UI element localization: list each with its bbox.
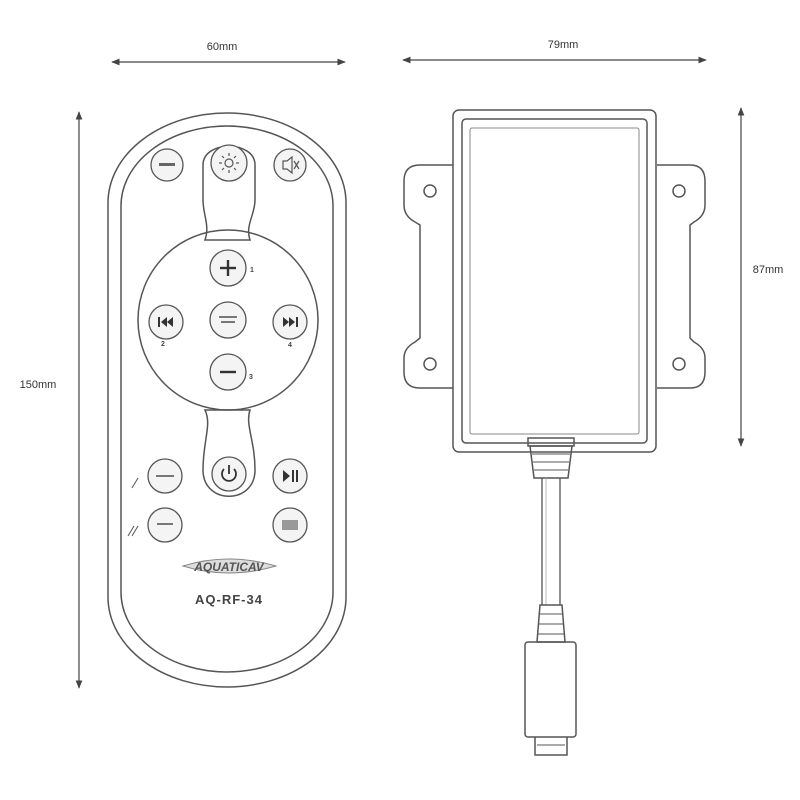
dimension-receiver-height: 87mm bbox=[737, 107, 784, 447]
light-button[interactable] bbox=[210, 144, 248, 182]
mode-label-mark bbox=[159, 163, 175, 166]
left-upper-button[interactable] bbox=[147, 458, 183, 494]
center-label-mark-1 bbox=[219, 316, 237, 318]
power-icon bbox=[221, 465, 237, 482]
button-number-2: 2 bbox=[161, 341, 165, 348]
brand-name: AQUATICAV bbox=[193, 560, 265, 574]
receiver-height-label: 87mm bbox=[753, 264, 784, 276]
remote-height-label: 150mm bbox=[20, 379, 57, 391]
receiver-box bbox=[403, 109, 706, 756]
remote-control: 1 2 4 3 bbox=[107, 112, 347, 688]
power-button[interactable] bbox=[211, 456, 247, 492]
dimension-remote-width: 60mm bbox=[111, 41, 346, 66]
left-lower-label-mark bbox=[157, 523, 173, 525]
volume-up-button[interactable]: 1 bbox=[209, 249, 254, 287]
remote-width-label: 60mm bbox=[207, 41, 238, 53]
light-icon bbox=[219, 153, 239, 173]
previous-button[interactable]: 2 bbox=[148, 304, 184, 348]
dimension-remote-height: 150mm bbox=[20, 111, 83, 689]
left-upper-label-mark bbox=[156, 475, 174, 477]
mute-button[interactable] bbox=[273, 148, 307, 182]
mode-slash-marks bbox=[127, 477, 139, 537]
mode-button[interactable] bbox=[150, 148, 184, 182]
button-number-4: 4 bbox=[288, 342, 292, 349]
right-lower-button[interactable] bbox=[272, 507, 308, 543]
prev-track-icon bbox=[158, 317, 173, 327]
brand-logo: AQUATICAV bbox=[181, 558, 278, 574]
mount-hole-top-left bbox=[423, 184, 437, 198]
center-label-mark-2 bbox=[221, 321, 235, 323]
mute-icon bbox=[282, 155, 300, 175]
mount-hole-top-right bbox=[672, 184, 686, 198]
cable-strain-relief bbox=[527, 437, 575, 479]
center-button[interactable] bbox=[209, 301, 247, 339]
receiver-width-label: 79mm bbox=[548, 39, 579, 51]
next-button[interactable]: 4 bbox=[272, 304, 308, 349]
play-pause-button[interactable] bbox=[272, 458, 308, 494]
play-pause-icon bbox=[283, 470, 298, 482]
connector-plug bbox=[524, 604, 577, 756]
dimension-receiver-width: 79mm bbox=[402, 39, 707, 64]
button-number-1: 1 bbox=[250, 267, 254, 274]
mount-hole-bottom-right bbox=[672, 357, 686, 371]
volume-down-button[interactable]: 3 bbox=[209, 353, 253, 391]
next-track-icon bbox=[283, 317, 298, 327]
left-lower-button[interactable] bbox=[147, 507, 183, 543]
plus-icon bbox=[220, 260, 236, 276]
button-number-3: 3 bbox=[249, 374, 253, 381]
mount-hole-bottom-left bbox=[423, 357, 437, 371]
right-lower-label-mark bbox=[282, 520, 298, 530]
cable bbox=[541, 478, 561, 605]
model-name: AQ-RF-34 bbox=[195, 592, 263, 607]
